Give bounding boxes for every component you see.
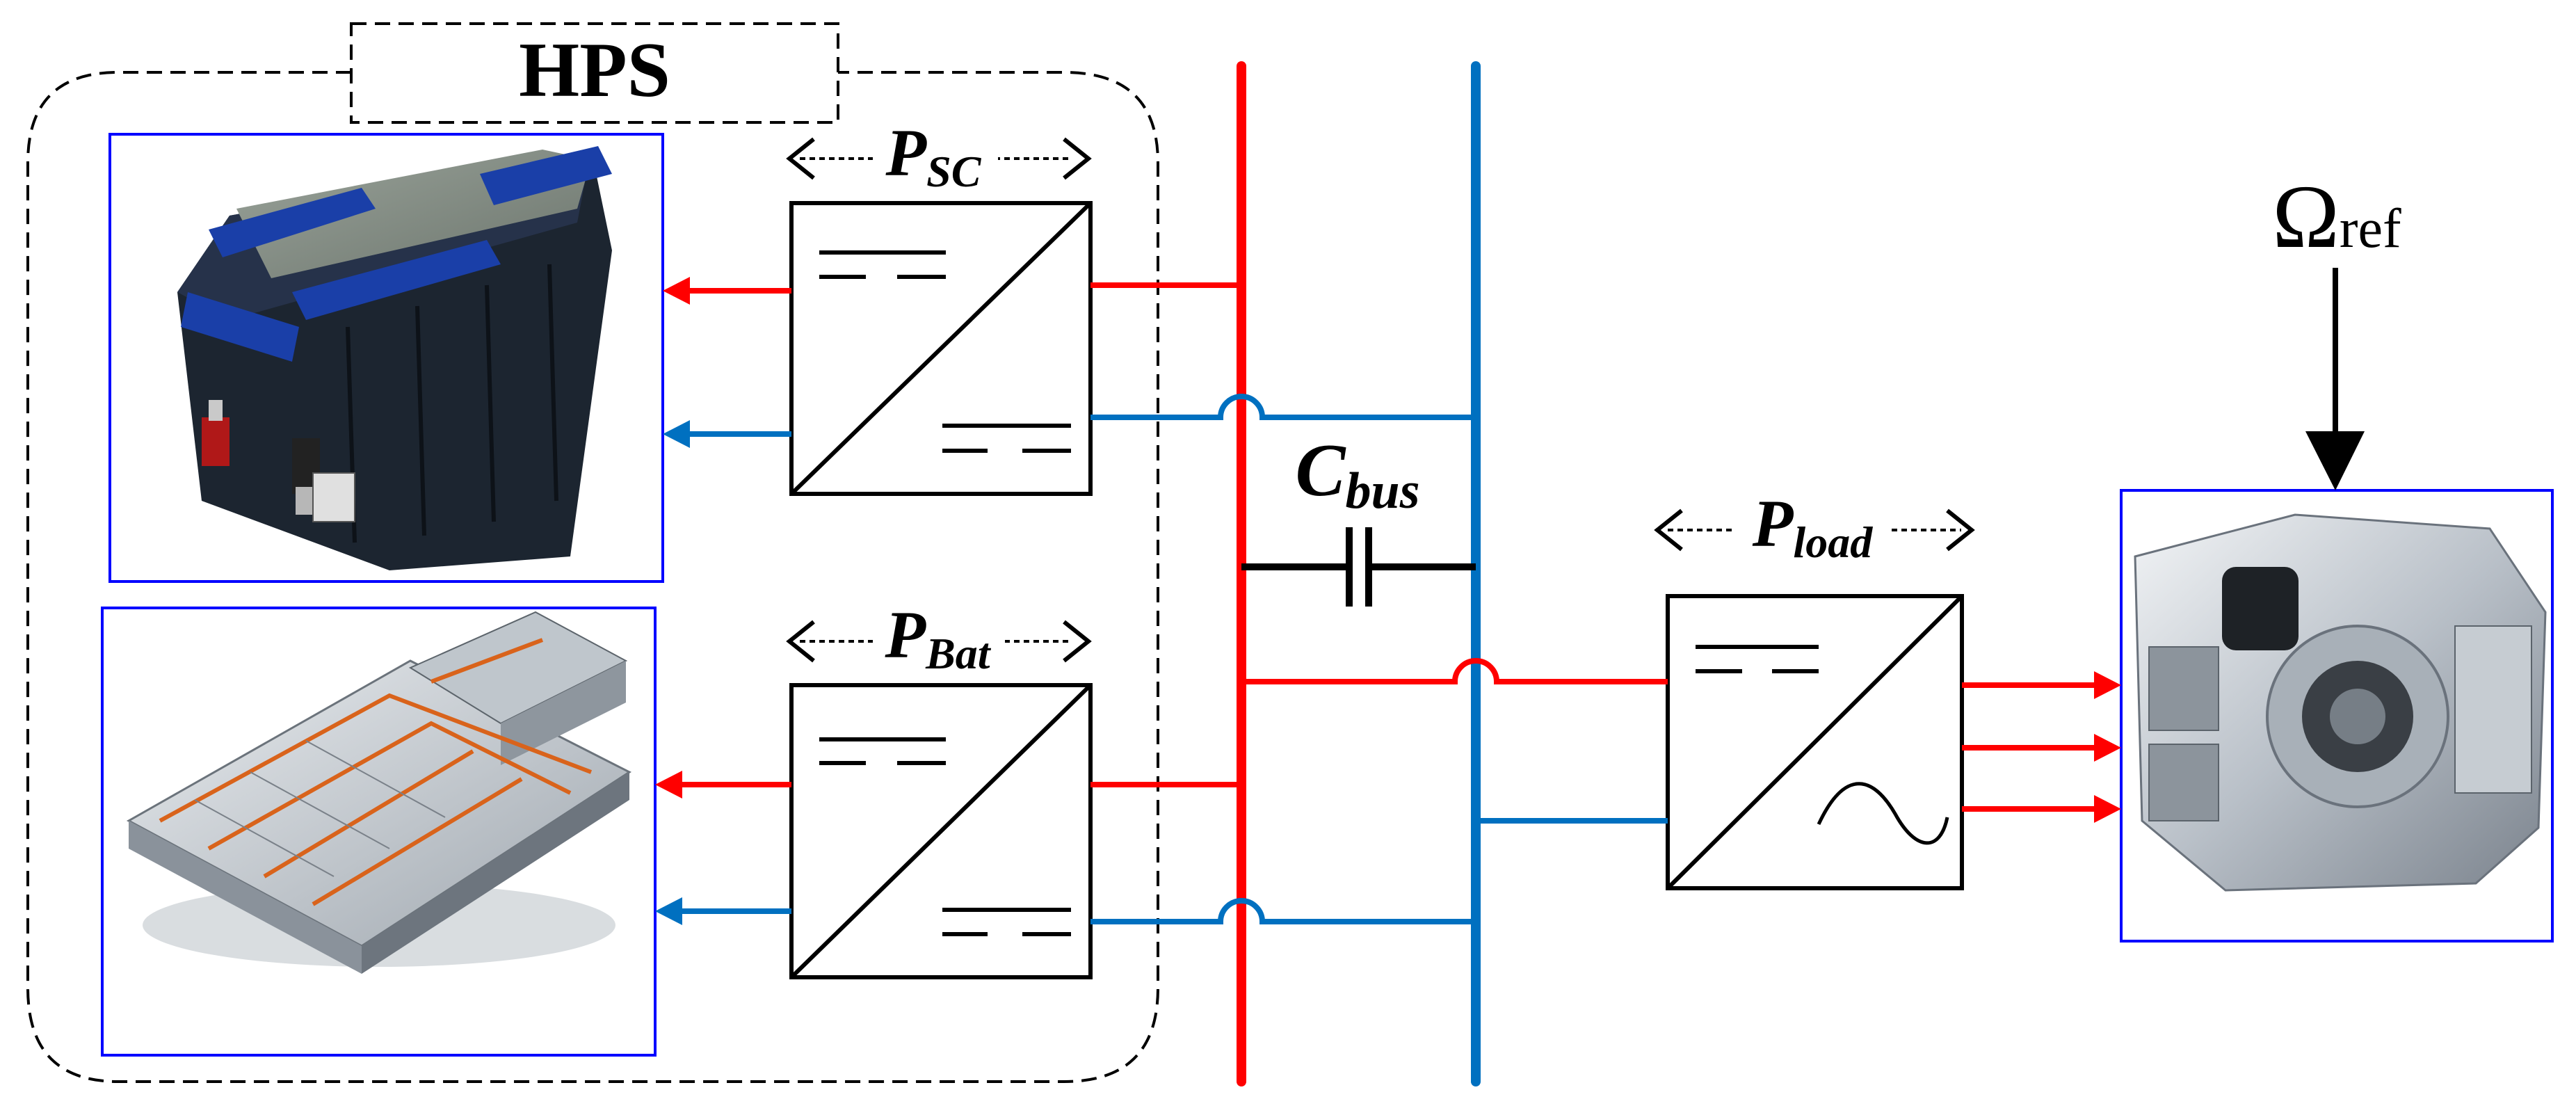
- svg-text:PBat: PBat: [884, 597, 991, 678]
- arrow-down-icon: [2305, 431, 2365, 490]
- hps-enclosure: HPS: [26, 22, 1159, 1083]
- pload-label-sub: load: [1793, 518, 1873, 567]
- battery-dcdc-converter: [789, 683, 1093, 979]
- svg-text:Ωref: Ωref: [2272, 167, 2401, 267]
- pbat-label-main: P: [884, 597, 926, 672]
- psc-label-sub: SC: [926, 147, 982, 196]
- bus-capacitor: Cbus: [1241, 429, 1476, 607]
- svg-text:Pload: Pload: [1752, 486, 1873, 567]
- svg-text:PSC: PSC: [885, 115, 982, 196]
- load-connections: [1241, 658, 2121, 824]
- pload-flow-label: Pload: [1654, 486, 1975, 567]
- svg-text:Cbus: Cbus: [1296, 429, 1420, 520]
- sc-dcdc-converter: [789, 201, 1093, 496]
- supercapacitor-image: [108, 133, 664, 583]
- cbus-label-main: C: [1296, 429, 1347, 512]
- speed-reference: Ωref: [2272, 167, 2401, 490]
- omega-ref-main: Ω: [2272, 167, 2340, 267]
- psc-label-main: P: [885, 115, 928, 190]
- pbat-label-sub: Bat: [925, 629, 992, 678]
- hps-label: HPS: [519, 27, 670, 113]
- pload-label-main: P: [1752, 486, 1794, 561]
- battery-pack-image: [101, 607, 657, 1057]
- omega-ref-sub: ref: [2340, 198, 2401, 259]
- electric-motor-image: [2120, 489, 2554, 942]
- pbat-flow-label: PBat: [786, 597, 1092, 678]
- ac-sine-icon: [1817, 782, 1949, 845]
- battery-connections: [655, 771, 1476, 925]
- psc-flow-label: PSC: [786, 115, 1092, 196]
- sc-connections: [663, 277, 1476, 448]
- cbus-label-sub: bus: [1346, 463, 1420, 520]
- load-inverter: [1666, 594, 1964, 890]
